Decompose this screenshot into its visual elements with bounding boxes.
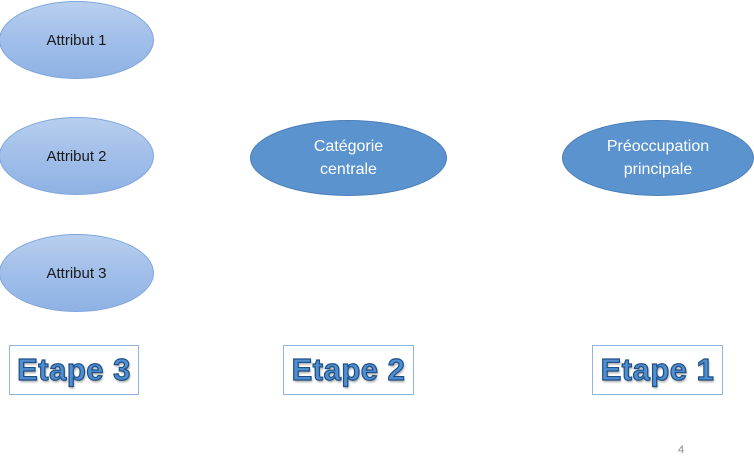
main-concern-ellipse: Préoccupation principale [562, 120, 754, 196]
attribute-3-label: Attribut 3 [46, 264, 107, 282]
attribute-1-label: Attribut 1 [46, 31, 107, 49]
central-category-ellipse: Catégorie centrale [250, 120, 447, 196]
step-3-label: Etape 3 [17, 351, 131, 387]
step-2-box: Etape 2 [283, 345, 414, 395]
step-3-box: Etape 3 [9, 345, 139, 395]
step-1-label: Etape 1 [600, 351, 715, 387]
step-1-box: Etape 1 [592, 345, 723, 395]
step-2-label: Etape 2 [291, 351, 406, 387]
central-category-label: Catégorie centrale [313, 138, 384, 178]
page-number: 4 [678, 444, 685, 456]
attribute-2-label: Attribut 2 [46, 147, 107, 165]
attribute-2-ellipse: Attribut 2 [0, 117, 154, 195]
attribute-1-ellipse: Attribut 1 [0, 1, 154, 79]
main-concern-label: Préoccupation principale [606, 138, 710, 178]
attribute-3-ellipse: Attribut 3 [0, 234, 154, 312]
